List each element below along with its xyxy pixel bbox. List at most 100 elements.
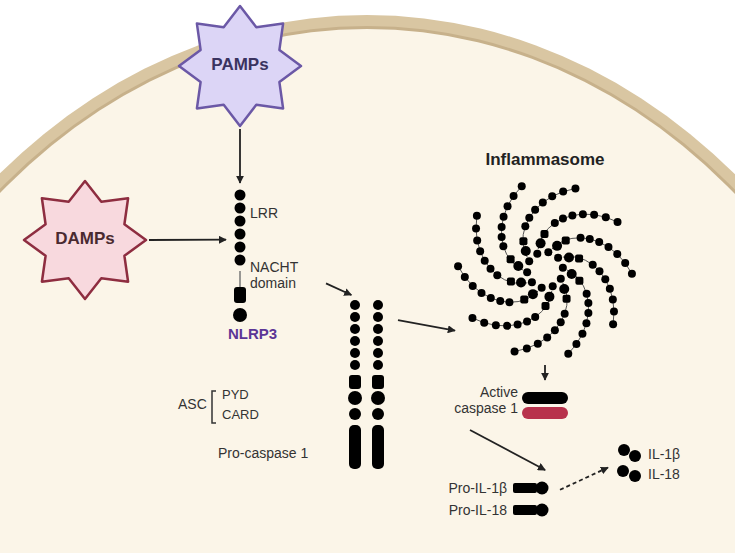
nacht-domain [234, 287, 246, 303]
protein-bead [544, 248, 552, 256]
protein-bead [348, 391, 362, 405]
protein-bead [551, 219, 559, 227]
protein-bead [461, 273, 469, 281]
protein-bead [582, 319, 590, 327]
membrane-inner-line [0, 26, 735, 553]
protein-bead [571, 185, 579, 193]
protein-bead [521, 222, 529, 230]
protein-bead [350, 300, 360, 310]
caspase-core [544, 257, 547, 270]
node-label: NACHT domain [250, 259, 308, 291]
nacht-domain [563, 295, 571, 303]
protein-bead [373, 300, 383, 310]
protein-bead [589, 261, 597, 269]
protein-bead [561, 310, 569, 318]
caspase-core [545, 270, 553, 280]
protein-bead [551, 326, 559, 334]
flow-arrow [149, 239, 226, 241]
protein-bead [498, 223, 506, 231]
protein-bead [493, 271, 501, 279]
flow-arrow [560, 468, 608, 490]
caspase-subunit [522, 392, 568, 404]
protein-bead [235, 190, 246, 201]
caspase-subunit [522, 407, 568, 419]
protein-bead [536, 238, 546, 248]
protein-bead [373, 336, 383, 346]
spiral-arm [523, 189, 576, 258]
protein-bead [539, 199, 547, 207]
protein-bead [487, 294, 495, 302]
protein-bead [492, 321, 500, 329]
protein-bead [617, 465, 629, 477]
protein-bead [523, 268, 531, 276]
protein-bead [235, 216, 246, 227]
protein-bead [543, 333, 551, 341]
protein-bead [538, 284, 546, 292]
protein-bead [518, 182, 526, 190]
pro-interleukins: Pro-IL-1βPro-IL-18 [425, 470, 560, 530]
membrane-band [0, 15, 735, 553]
spiral-arm [515, 283, 568, 352]
inflammasome: Inflammasome [455, 150, 635, 365]
protein-bead [478, 289, 486, 297]
nacht-domain [575, 277, 583, 285]
protein-bead [549, 282, 557, 290]
protein-bead [373, 312, 383, 322]
protein-bead [510, 192, 518, 200]
flow-arrow [239, 129, 241, 183]
protein-bead [523, 344, 531, 352]
protein-bead [349, 408, 361, 420]
protein-bead [473, 236, 481, 244]
protein-bead [233, 308, 247, 322]
protein-bead [499, 242, 507, 250]
asc-bracket [212, 391, 216, 423]
node-label: Pro-IL-1β [425, 480, 507, 496]
protein-bead [572, 340, 580, 348]
protein-bead [628, 270, 636, 278]
node-label: Pro-caspase 1 [218, 445, 338, 461]
protein-bead [614, 218, 622, 226]
inflammasome-drawing [455, 150, 635, 365]
protein-bead [454, 262, 462, 270]
protein-bead [523, 317, 531, 325]
pro-caspase-bar [372, 425, 384, 469]
caspase-core [545, 266, 557, 270]
protein-bead [350, 336, 360, 346]
protein-bead [601, 275, 609, 283]
protein-bead [536, 482, 549, 495]
caspase-core [537, 260, 545, 270]
pro-caspase-bar [349, 425, 361, 469]
protein-bead [504, 202, 512, 210]
protein-bead [531, 313, 539, 321]
protein-bead [577, 234, 585, 242]
protein-bead [372, 408, 384, 420]
nacht-domain [349, 375, 361, 389]
protein-bead [516, 277, 526, 287]
flow-arrow [470, 430, 545, 470]
protein-bead [609, 296, 617, 304]
cytoplasm [0, 29, 735, 553]
protein-bead [235, 242, 246, 253]
caspase-core [533, 266, 545, 270]
protein-bead [350, 360, 360, 370]
protein-bead [235, 203, 246, 214]
nacht-domain [507, 278, 515, 286]
spiral-arm [476, 216, 527, 284]
protein-bead [371, 391, 385, 405]
protein-bead [473, 212, 481, 220]
protein-bead [525, 214, 533, 222]
protein-bead [503, 322, 511, 330]
node-label: IL-1β [648, 446, 698, 462]
caspase-core [545, 259, 552, 270]
protein-bead [609, 320, 617, 328]
spiral-arm [538, 214, 617, 249]
protein-bead [500, 213, 508, 221]
protein-bead [472, 224, 480, 232]
caspase-core [538, 270, 545, 281]
protein-bead [621, 259, 629, 267]
protein-bead [531, 206, 539, 214]
protein-bead [613, 250, 621, 258]
protein-bead [595, 267, 603, 275]
protein-bead [584, 309, 592, 317]
protein-bead [590, 211, 598, 219]
